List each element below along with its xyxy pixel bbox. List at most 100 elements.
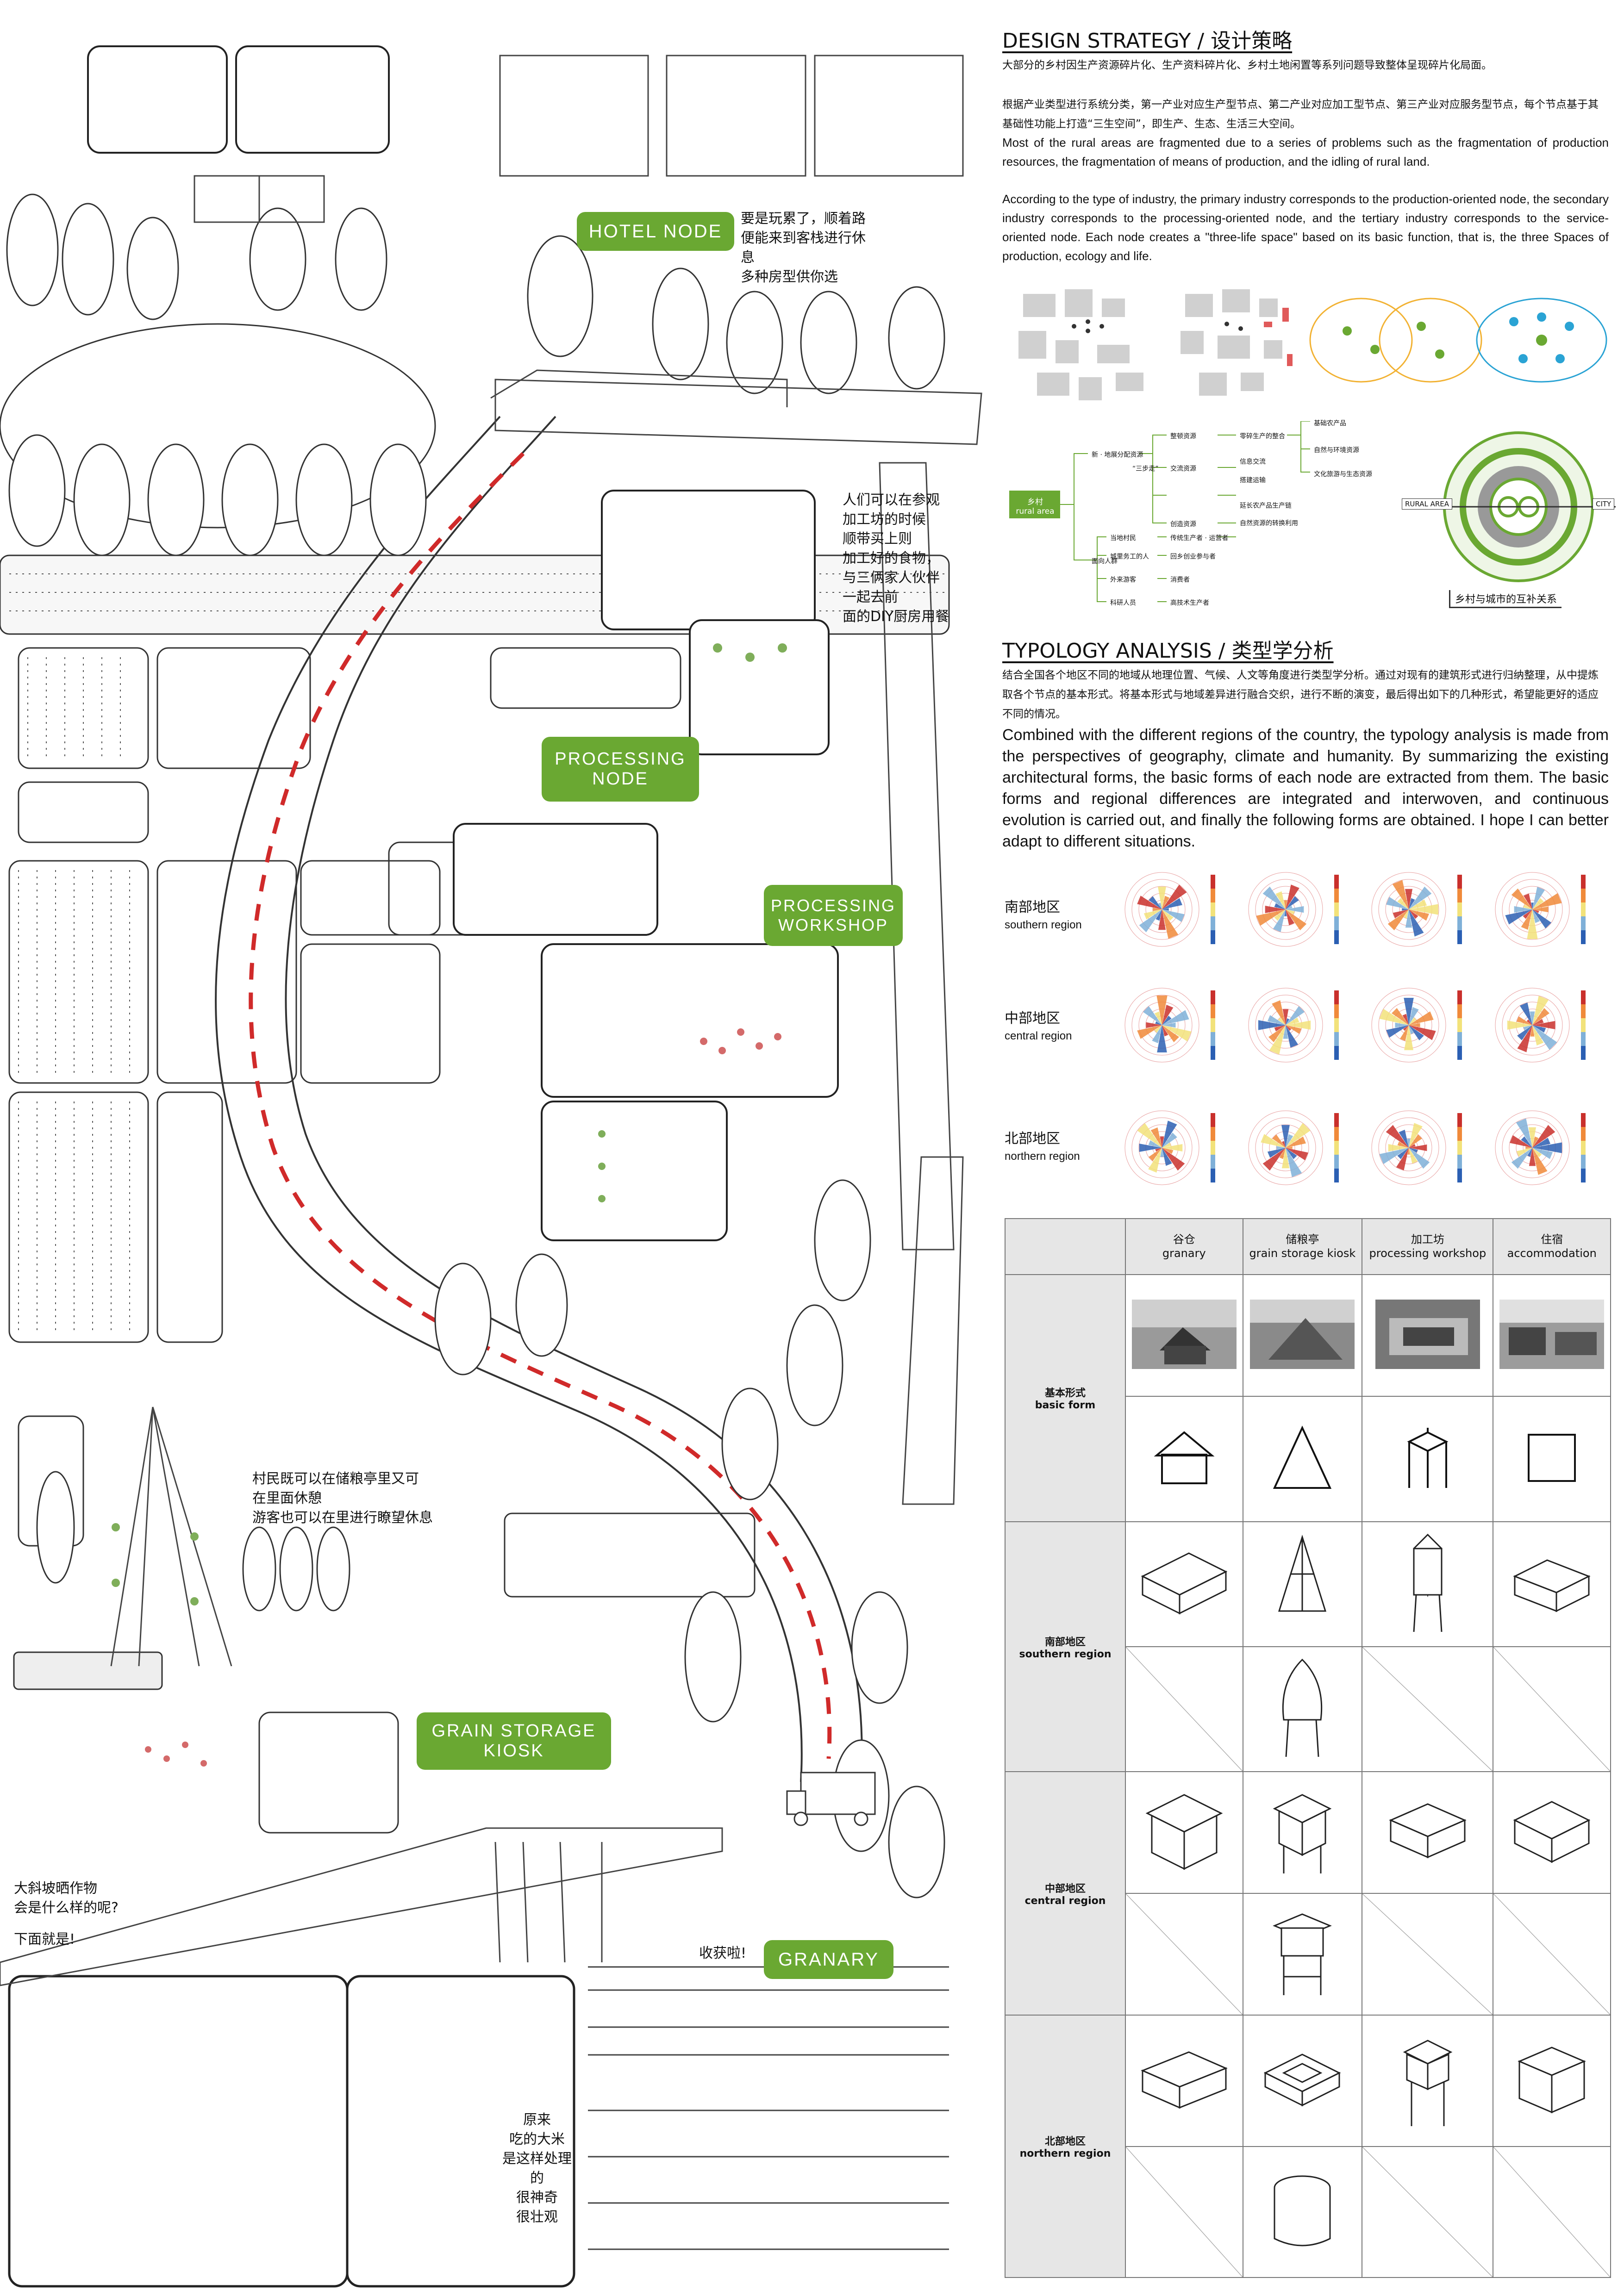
frame-shape-icon	[1407, 1428, 1449, 1488]
row-head-basic: 基本形式 basic form	[1005, 1274, 1126, 1522]
rice-note: 原来 吃的大米 是这样处理的 很神奇 很壮观	[500, 2110, 574, 2227]
mindmap-item: 整顿资源	[1170, 433, 1196, 440]
rice-note-line: 吃的大米	[509, 2131, 565, 2147]
processing-node-label-1: PROCESSING	[555, 749, 686, 769]
rural-label: RURAL AREA	[1402, 498, 1453, 510]
region-cn: 中部地区	[1005, 1010, 1060, 1027]
accommodation-central-iso	[1513, 1801, 1591, 1863]
typology-title: TYPOLOGY ANALYSIS / 类型学分析	[1002, 639, 1334, 663]
empty-cell	[1362, 2146, 1494, 2278]
photo-cell	[1242, 1274, 1363, 1397]
processing-note-line: 一起去前	[843, 589, 898, 605]
row-head-north: 北部地区 northern region	[1005, 2015, 1126, 2278]
mindmap-sub: 自然资源的转换利用	[1240, 520, 1298, 527]
region-cn: 南部地区	[1005, 899, 1060, 915]
accommodation-south-iso	[1513, 1559, 1591, 1612]
iso-cell	[1493, 2015, 1611, 2147]
fragmentation-diagrams	[1018, 289, 1607, 400]
basic-form-cell	[1362, 1395, 1494, 1522]
processing-note-line: 加工好的食物，	[843, 550, 940, 566]
row-head-en: southern region	[1019, 1648, 1112, 1660]
typology-table: 谷仓 granary 储粮亭 grain storage kiosk 加工坊 p…	[1005, 1218, 1611, 2278]
basic-form-cell	[1493, 1395, 1611, 1522]
mindmap-branch-2: 面向人群	[1092, 558, 1118, 565]
strategy-cn-1: 大部分的乡村因生产资源碎片化、生产资料碎片化、乡村土地闲置等系列问题导致整体呈现…	[1002, 59, 1492, 71]
granary-tag: GRANARY	[764, 1940, 893, 1979]
region-label-north: 北部地区 northern region	[1005, 1127, 1080, 1163]
col-head-en: grain storage kiosk	[1249, 1247, 1356, 1260]
rice-note-line: 很神奇	[516, 2190, 558, 2206]
workshop-central-iso	[1389, 1803, 1467, 1859]
mindmap-audience-role: 高技术生产者	[1170, 599, 1209, 607]
row-head-south: 南部地区 southern region	[1005, 1521, 1126, 1773]
mindmap-audience: 外来游客	[1110, 576, 1136, 584]
square-shape-icon	[1528, 1434, 1576, 1482]
iso-cell	[1242, 2146, 1363, 2278]
granary-south-iso	[1141, 1552, 1228, 1615]
kiosk-note-line: 游客也可以在里进行瞭望休息	[252, 1510, 433, 1526]
kiosk-note: 村民既可以在储粮亭里又可 在里面休憩 游客也可以在里进行瞭望休息	[252, 1469, 447, 1528]
mindmap-item: 交流资源	[1170, 465, 1196, 473]
empty-cell	[1493, 2146, 1611, 2278]
hotel-note: 要是玩累了，顺着路 便能来到客栈进行休息 多种房型供你选	[741, 209, 875, 287]
processing-note: 人们可以在参观 加工坊的时候 顺带买上则 加工好的食物， 与三俩家人伙伴 一起去…	[843, 491, 981, 627]
kiosk-north-iso	[1264, 2053, 1341, 2107]
kiosk-note-line: 在里面休憩	[252, 1490, 322, 1506]
iso-cell	[1362, 1771, 1494, 1894]
rice-note-line: 原来	[523, 2112, 551, 2128]
iso-cell	[1242, 1771, 1363, 1894]
row-head-en: northern region	[1019, 2148, 1111, 2160]
row-head-cn: 基本形式	[1044, 1388, 1086, 1400]
mindmap-item: 创造资源	[1170, 521, 1196, 528]
wind-rose-icon	[1371, 988, 1462, 1063]
slope-note-line: 大斜坡晒作物	[14, 1880, 97, 1897]
design-strategy-title: DESIGN STRATEGY / 设计策略	[1002, 29, 1293, 53]
kiosk-north-alt-iso	[1274, 2175, 1331, 2246]
mindmap-lines	[1009, 421, 1310, 602]
wind-rose-icon	[1495, 988, 1586, 1063]
mindmap-root-cn: 乡村	[1027, 498, 1043, 507]
iso-cell	[1125, 1521, 1243, 1648]
typology-en: Combined with the different regions of t…	[1002, 726, 1609, 850]
wind-rose-icon	[1371, 872, 1462, 947]
wind-rose-icon	[1248, 988, 1339, 1063]
empty-cell	[1125, 1893, 1243, 2016]
processing-workshop-label-1: PROCESSING	[770, 896, 896, 915]
empty-cell	[1125, 1646, 1243, 1773]
harvest-note: 收获啦!	[699, 1945, 747, 1961]
ring-caption: 乡村与城市的互补关系	[1449, 590, 1562, 608]
processing-note-line: 与三俩家人伙伴	[843, 570, 940, 586]
row-head-central: 中部地区 central region	[1005, 1771, 1126, 2016]
mindmap-audience: 科研人员	[1110, 599, 1136, 607]
rice-note-line: 是这样处理的	[502, 2151, 572, 2186]
col-head-cn: 加工坊	[1411, 1233, 1444, 1246]
strategy-en-2: According to the type of industry, the p…	[1002, 192, 1609, 263]
iso-cell	[1242, 1893, 1363, 2016]
kiosk-photo	[1250, 1300, 1355, 1369]
slope-note: 大斜坡晒作物 会是什么样的呢?	[14, 1879, 153, 1918]
empty-cell	[1125, 2146, 1243, 2278]
landscape-drawing	[0, 45, 982, 2288]
mindmap-audience: 当地村民	[1110, 535, 1136, 542]
triangle-shape-icon	[1273, 1425, 1332, 1489]
rural-city-ring-diagram	[1421, 431, 1616, 582]
col-head-accommodation: 住宿 accommodation	[1493, 1218, 1611, 1275]
strategy-cn-2: 根据产业类型进行系统分类，第一产业对应生产型节点、第二产业对应加工型节点、第三产…	[1002, 99, 1599, 130]
mindmap-far: 基础农产品	[1314, 420, 1346, 427]
mindmap-sub: 延长农产品生产链	[1240, 502, 1292, 510]
empty-cell	[1362, 1646, 1494, 1773]
mindmap-sub: 搭建运输	[1240, 477, 1266, 484]
col-head-en: accommodation	[1507, 1247, 1597, 1260]
kiosk-central-iso	[1273, 1794, 1332, 1873]
processing-note-line: 顺带买上则	[843, 531, 912, 547]
accommodation-photo	[1499, 1300, 1605, 1369]
processing-note-line: 面的DIY厨房用餐	[843, 609, 949, 625]
mindmap-audience-role: 传统生产者 · 运营者	[1170, 535, 1229, 542]
iso-cell	[1125, 1771, 1243, 1894]
hotel-node-label: HOTEL NODE	[588, 221, 723, 242]
col-head-workshop: 加工坊 processing workshop	[1362, 1218, 1494, 1275]
mindmap-audience-role: 回乡创业参与者	[1170, 553, 1216, 560]
wind-rose-icon	[1124, 1110, 1215, 1185]
site-illustration: HOTEL NODE PROCESSING NODE PROCESSING WO…	[0, 45, 982, 2288]
kiosk-south-alt-iso	[1282, 1658, 1323, 1757]
